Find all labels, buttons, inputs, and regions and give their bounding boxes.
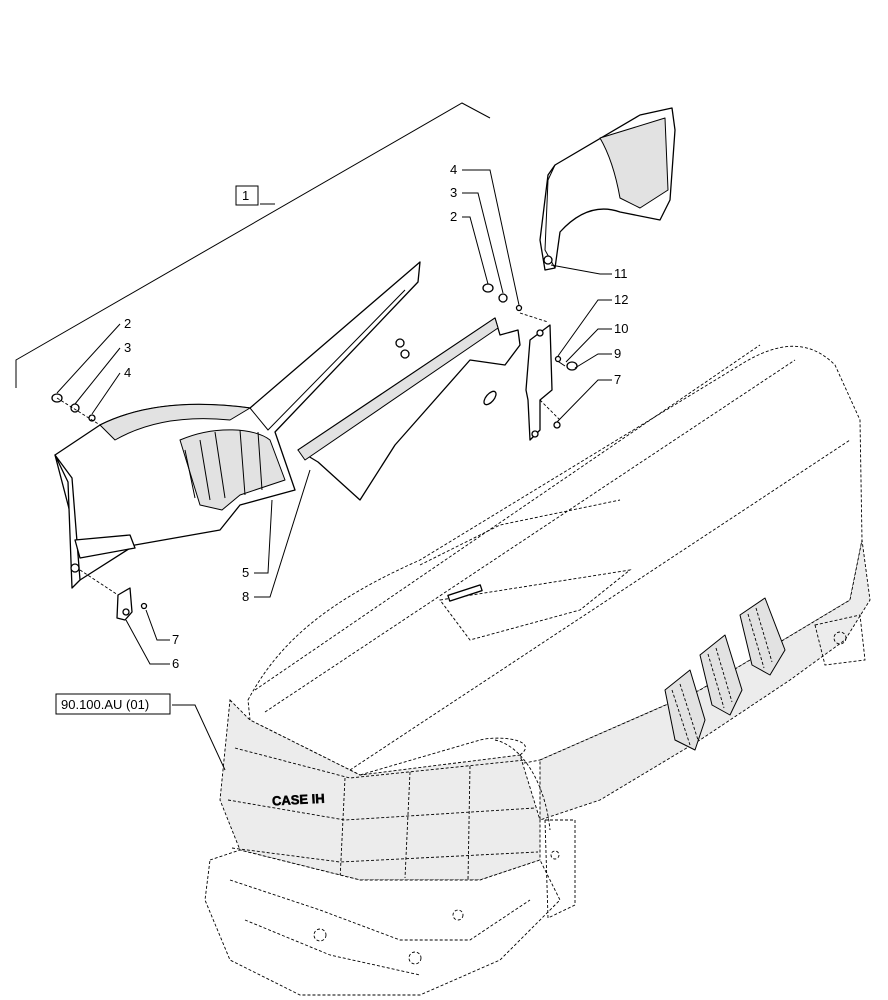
reference-box	[55, 693, 171, 715]
callout-12: 12	[614, 292, 628, 307]
hood-side-panel	[539, 539, 871, 821]
hood-assembly: CASE IH	[204, 344, 871, 996]
callout-8: 8	[242, 589, 249, 604]
callout-3-left: 3	[124, 340, 131, 355]
callout-4-left: 4	[124, 365, 131, 380]
fender-panel	[54, 261, 421, 589]
bracket-left	[79, 569, 148, 621]
shield-right	[539, 107, 676, 271]
callout-7-right: 7	[614, 372, 621, 387]
callout-3-top: 3	[450, 185, 457, 200]
assembly-bracket	[15, 102, 491, 388]
hardware-left	[51, 393, 101, 426]
washer-top-icon	[498, 293, 508, 303]
callout-box-1	[235, 185, 259, 206]
callout-4-top: 4	[450, 162, 457, 177]
washer-right	[554, 355, 562, 363]
washer-left-icon	[70, 403, 80, 413]
screw-bracket-right-icon	[553, 421, 561, 429]
callout-10: 10	[614, 321, 628, 336]
reference-label: 90.100.AU (01)	[61, 697, 149, 712]
callout-2-left: 2	[124, 316, 131, 331]
callout-2-top: 2	[450, 209, 457, 224]
side-vents	[664, 597, 786, 751]
inner-panel	[297, 317, 521, 501]
hood-logo: CASE IH	[272, 791, 325, 809]
bracket-right	[519, 312, 578, 441]
lower-chassis	[204, 849, 561, 996]
screw-bracket-left-icon	[140, 602, 148, 610]
callout-5: 5	[242, 565, 249, 580]
callout-9: 9	[614, 346, 621, 361]
hood-top-surface	[247, 345, 863, 776]
hood-slot	[447, 584, 483, 602]
callout-1: 1	[242, 188, 249, 203]
callout-11: 11	[614, 266, 628, 281]
callout-labels: 1 2 3 4 5 8 7 6 4 3 2 11 12 10 9 7 90.10…	[55, 162, 628, 715]
screw-top-icon	[482, 283, 494, 293]
nut-top-icon	[515, 304, 523, 312]
leader-lines	[56, 169, 612, 771]
callout-6: 6	[172, 656, 179, 671]
callout-7-left: 7	[172, 632, 179, 647]
